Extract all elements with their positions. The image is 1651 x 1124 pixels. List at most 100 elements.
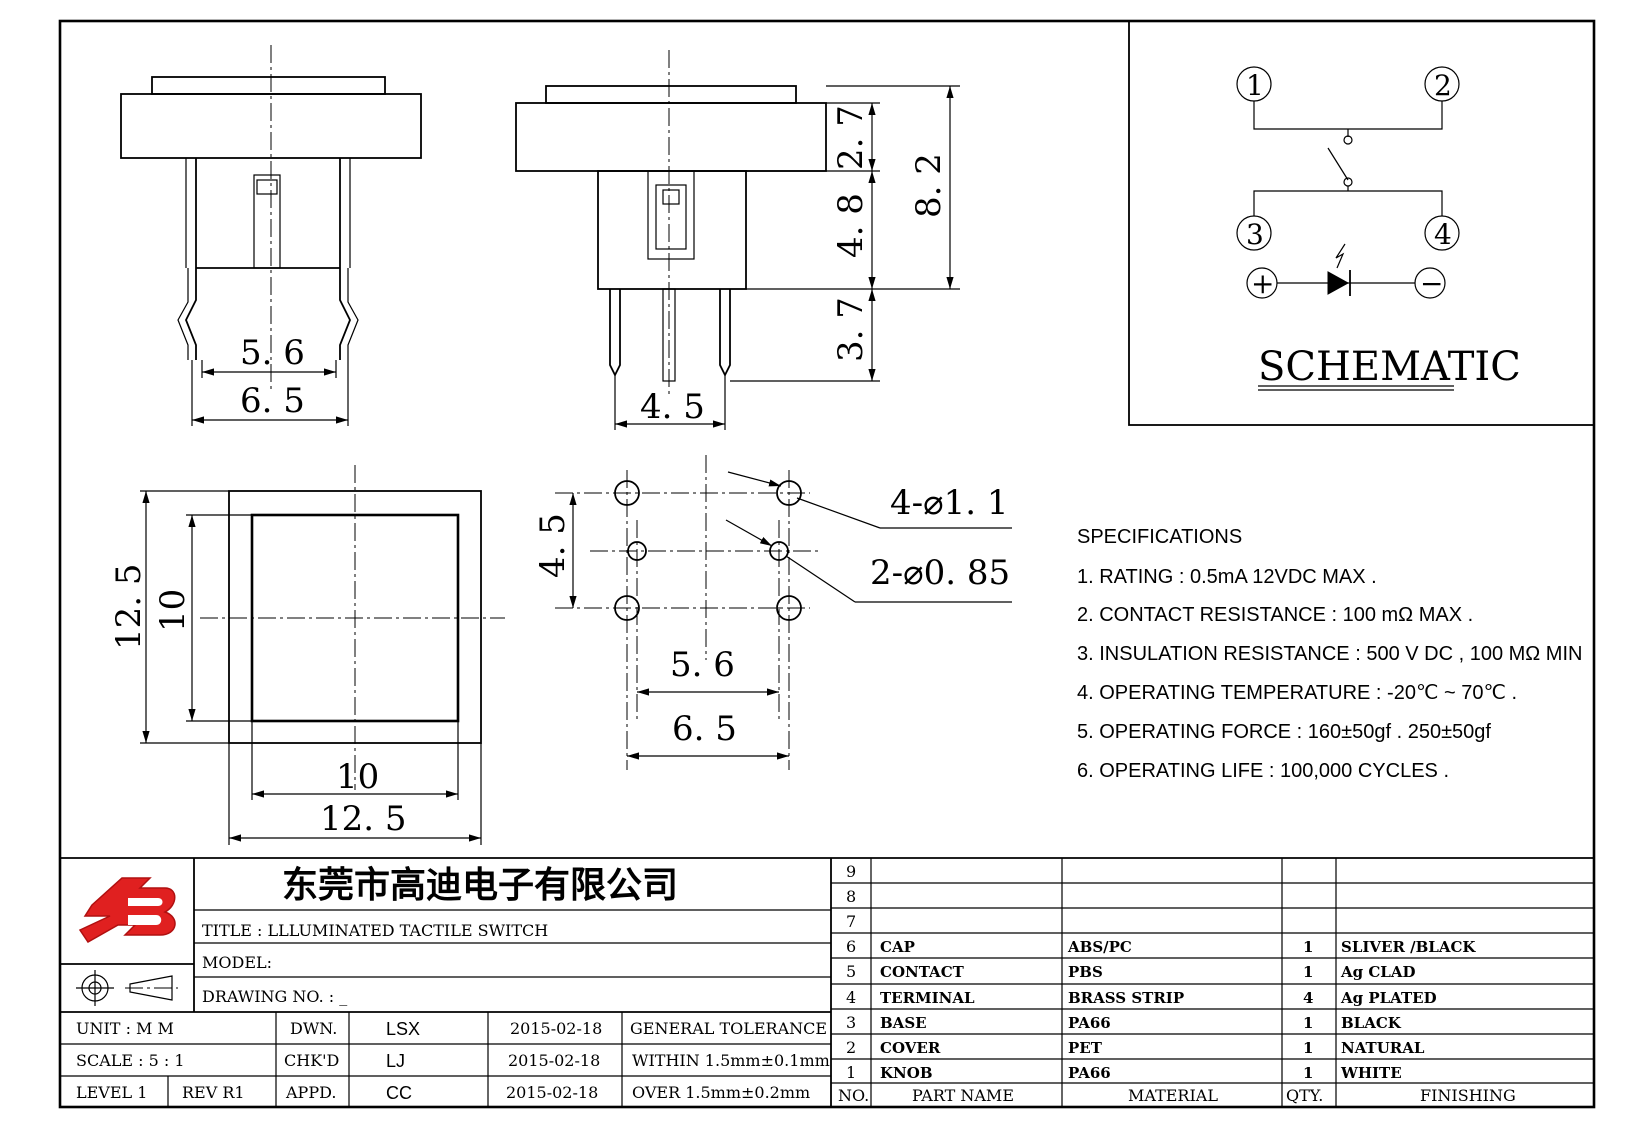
chkd-name: LJ [386,1051,405,1071]
dwn-label: DWN. [290,1019,337,1038]
bom-cell-part: CONTACT [880,963,965,981]
schematic: 1 2 3 4 + − SCHEMATIC [1128,20,1595,426]
led-minus: − [1420,267,1443,300]
specifications: SPECIFICATIONS 1. RATING : 0.5mA 12VDC M… [1077,526,1582,782]
appd-name: CC [386,1083,412,1103]
bom-cell-qty: 4 [1303,989,1313,1007]
led-diode-icon [1327,271,1350,295]
bom-cell-part: COVER [880,1039,941,1057]
bom-header-qty: QTY. [1286,1086,1323,1105]
bom-row-no: 8 [846,887,856,906]
bom-cell-finishing: SLIVER /BLACK [1341,938,1476,956]
bom-cell-no: 2 [846,1038,856,1057]
bom-header-material: MATERIAL [1128,1086,1218,1105]
bom-table: 9 8 7 6 CAP ABS/PC 1 SLIVER /BLACK 5 CONTACT PB… [831,858,1594,1107]
rev-label: REV R1 [182,1083,245,1102]
model-label: MODEL: [202,953,272,972]
bom-header-part: PART NAME [912,1086,1014,1105]
top-view: 12. 5 10 10 12. 5 [109,465,505,845]
dim-top-125-v: 12. 5 [109,563,149,650]
dim-side-56: 5. 6 [240,333,305,373]
bom-cell-part: KNOB [880,1064,933,1082]
drawing-title: TITLE : LLLUMINATED TACTILE SWITCH [202,921,548,940]
bom-cell-qty: 1 [1303,1064,1313,1082]
bom-cell-material: PET [1068,1039,1103,1057]
spec-item: 3. INSULATION RESISTANCE : 500 V DC , 10… [1077,643,1582,665]
dim-front-45: 4. 5 [640,387,705,427]
dim-front-82: 8. 2 [909,153,949,218]
drawing-frame [58,19,1596,1109]
level-label: LEVEL 1 [76,1083,147,1102]
bom-cell-qty: 1 [1303,938,1313,956]
unit-label: UNIT : M M [76,1019,174,1038]
led-plus: + [1251,267,1274,300]
dim-front-37: 3. 7 [831,297,871,362]
side-view: 5. 6 6. 5 [120,45,422,426]
company-logo [78,877,176,943]
bom-cell-finishing: WHITE [1340,1064,1402,1082]
bom-cell-no: 1 [846,1063,856,1082]
general-tolerance: GENERAL TOLERANCE [630,1019,827,1038]
appd-date: 2015-02-18 [506,1083,598,1102]
bom-header-no: NO. [838,1086,869,1105]
scale-label: SCALE : 5 : 1 [76,1051,185,1070]
callout-hole-085: 2-⌀0. 85 [870,553,1010,593]
bom-cell-material: PBS [1068,963,1103,981]
pin-1: 1 [1246,69,1264,102]
chkd-label: CHK'D [284,1051,339,1070]
bom-cell-part: BASE [880,1014,927,1032]
dim-side-65: 6. 5 [240,381,305,421]
bom-cell-material: PA66 [1068,1014,1111,1032]
bom-cell-qty: 1 [1303,1039,1313,1057]
dim-top-10-h: 10 [336,757,379,797]
bom-cell-part: TERMINAL [880,989,975,1007]
dim-top-125-h: 12. 5 [320,799,407,839]
bom-cell-finishing: BLACK [1341,1014,1402,1032]
dim-front-48: 4. 8 [831,193,871,258]
bom-cell-material: BRASS STRIP [1068,989,1184,1007]
pin-2: 2 [1434,69,1452,102]
bom-cell-material: PA66 [1068,1064,1111,1082]
hole-pattern: 4. 5 5. 6 6. 5 4-⌀1. 1 2-⌀0. 85 [533,455,1012,770]
appd-label: APPD. [285,1083,336,1102]
spec-item: 5. OPERATING FORCE : 160±50gf . 250±50gf [1077,721,1491,743]
spec-item: 2. CONTACT RESISTANCE : 100 mΩ MAX . [1077,604,1473,626]
bom-row-no: 7 [846,912,856,931]
spec-heading: SPECIFICATIONS [1077,526,1242,548]
bom-cell-no: 5 [846,962,856,981]
bom-cell-material: ABS/PC [1067,938,1132,956]
bom-cell-no: 3 [846,1013,856,1032]
bom-cell-qty: 1 [1303,963,1313,981]
callout-hole-11: 4-⌀1. 1 [890,483,1008,523]
dim-hole-56: 5. 6 [670,645,735,685]
bom-cell-finishing: Ag PLATED [1340,989,1437,1007]
projection-symbol-icon [76,970,178,1006]
front-view: 2. 7 4. 8 8. 2 3. 7 4. 5 [515,50,960,430]
pin-4: 4 [1434,218,1452,251]
bom-row-no: 9 [846,862,856,881]
tolerance-over: OVER 1.5mm±0.2mm [632,1083,810,1102]
spec-item: 4. OPERATING TEMPERATURE : -20℃ ~ 70℃ . [1077,682,1517,704]
spec-item: 6. OPERATING LIFE : 100,000 CYCLES . [1077,760,1449,782]
title-block: 东莞市高迪电子有限公司 TITLE : LLLUMINATED TACTILE … [60,857,1594,1107]
bom-cell-finishing: Ag CLAD [1340,963,1415,981]
bom-cell-finishing: NATURAL [1341,1039,1425,1057]
tolerance-within: WITHIN 1.5mm±0.1mm [632,1051,830,1070]
bom-cell-qty: 1 [1303,1014,1313,1032]
dim-hole-45: 4. 5 [533,513,573,578]
chkd-date: 2015-02-18 [508,1051,600,1070]
bom-cell-no: 4 [846,988,856,1007]
bom-cell-no: 6 [846,937,856,956]
drawing-no-label: DRAWING NO. : _ [202,987,347,1006]
pin-3: 3 [1246,218,1264,251]
dim-top-10-v: 10 [153,589,193,632]
bom-cell-part: CAP [880,938,915,956]
dwn-name: LSX [386,1019,420,1039]
dim-front-27: 2. 7 [831,105,871,170]
dwn-date: 2015-02-18 [510,1019,602,1038]
dim-hole-65: 6. 5 [672,709,737,749]
bom-header-finishing: FINISHING [1420,1086,1516,1105]
schematic-title: SCHEMATIC [1258,344,1521,390]
spec-item: 1. RATING : 0.5mA 12VDC MAX . [1077,566,1377,588]
